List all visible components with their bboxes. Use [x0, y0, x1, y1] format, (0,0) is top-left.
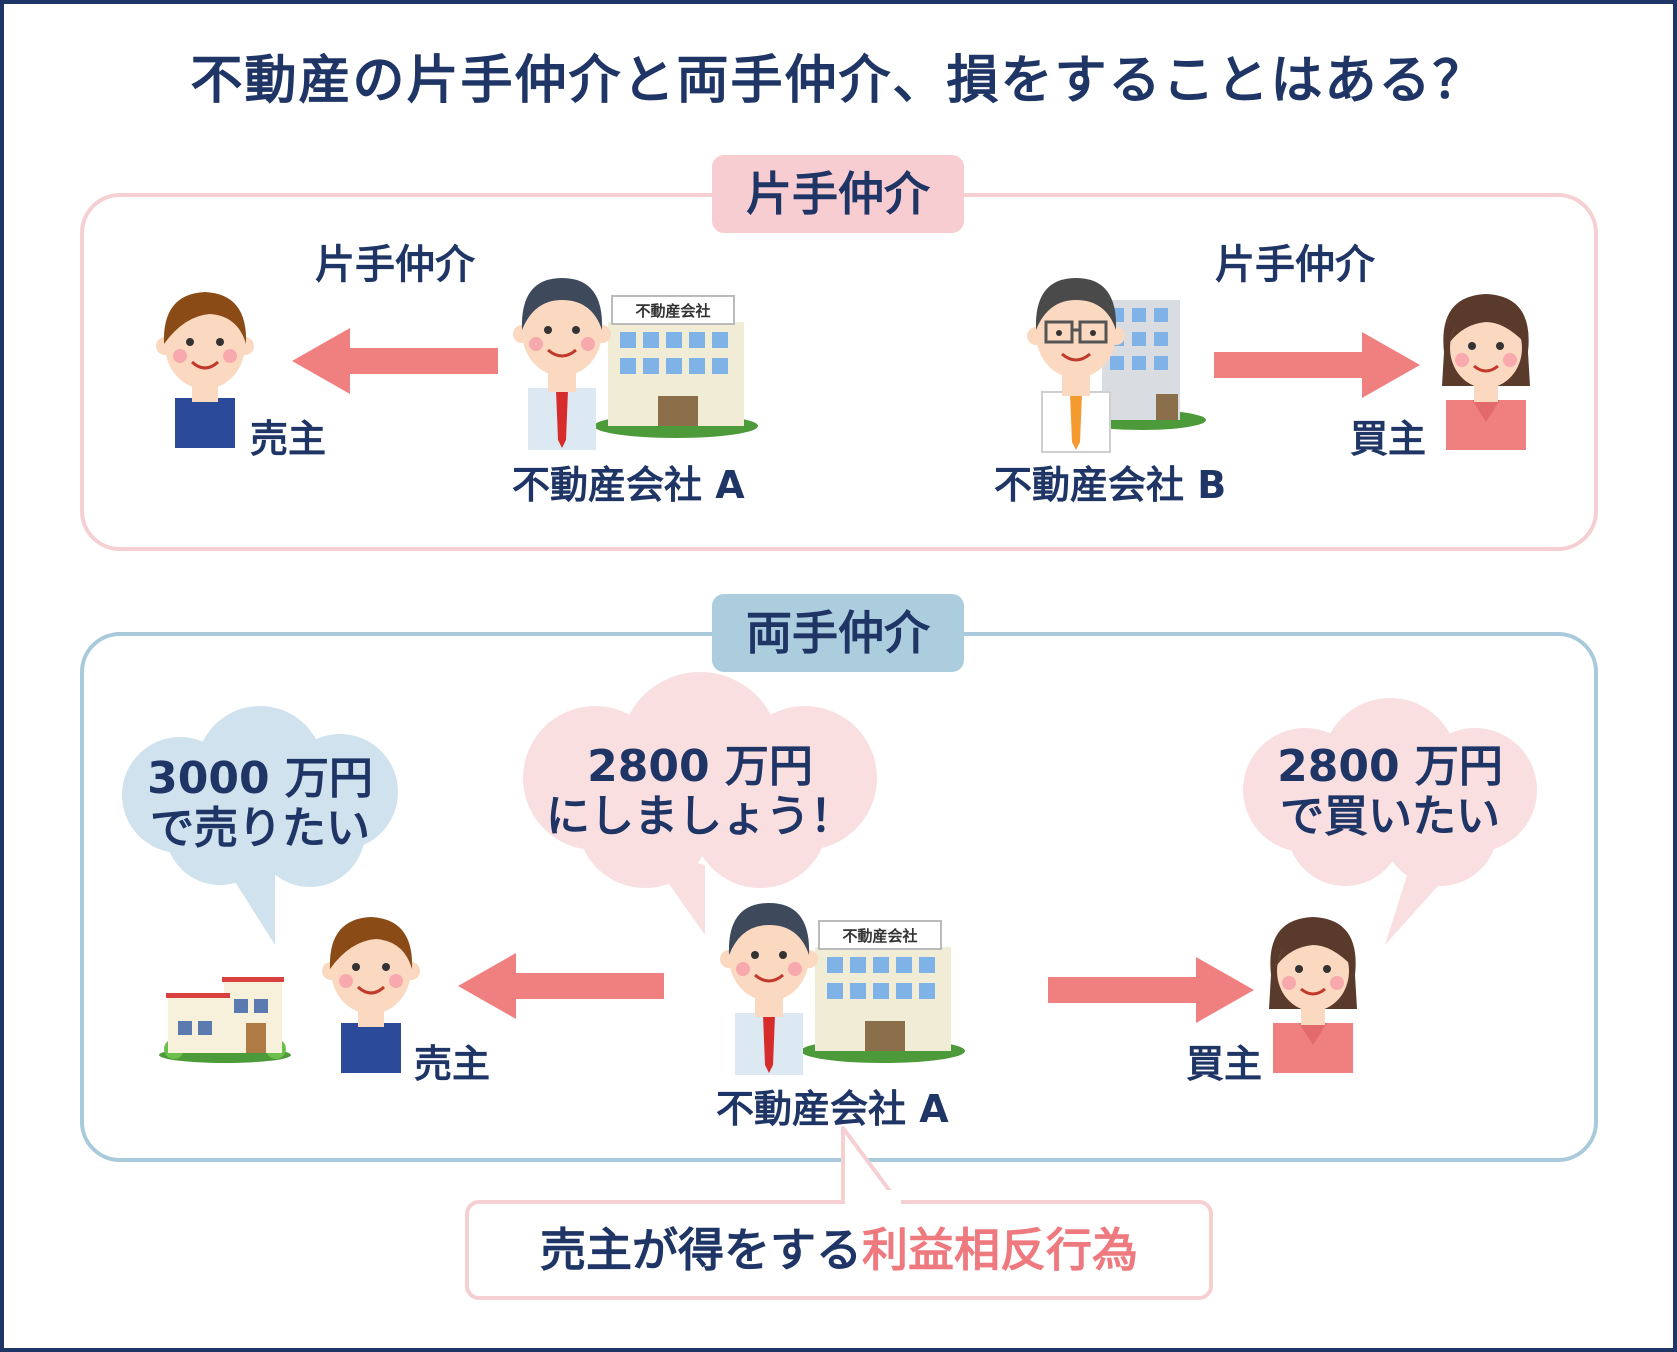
house-icon: [159, 977, 291, 1063]
buyer-thought-bubble: [1243, 698, 1537, 945]
one-side-seller-label: 売主: [250, 417, 327, 461]
one-side-right-label: 片手仲介: [1215, 242, 1375, 288]
one-side-company-b-label: 不動産会社 B: [994, 463, 1227, 507]
agent-a-with-building-icon-2: [720, 903, 965, 1075]
building-sign-a-2: 不動産会社: [842, 927, 918, 945]
agent-bubble-line1: 2800 万円: [587, 741, 813, 792]
agent-a-with-building-icon: [513, 278, 758, 450]
arrow-right-icon: [1214, 332, 1420, 398]
seller-bubble-line1: 3000 万円: [147, 753, 373, 804]
page-title: 不動産の片手仲介と両手仲介、損をすることはある？: [190, 51, 1487, 111]
buyer-person-icon-2: [1269, 917, 1357, 1073]
conclusion-pointer-mask: [845, 1190, 901, 1206]
building-sign-a: 不動産会社: [635, 302, 711, 320]
one-side-left-label: 片手仲介: [315, 242, 475, 288]
one-side-tab: 片手仲介: [712, 155, 964, 233]
one-side-buyer-label: 買主: [1350, 417, 1427, 461]
buyer-bubble-line1: 2800 万円: [1277, 741, 1503, 792]
agent-bubble-line2: にしましょう！: [546, 791, 854, 842]
arrow-left-icon-2: [458, 953, 664, 1019]
buyer-person-icon: [1442, 294, 1530, 450]
both-sides-company-a-label: 不動産会社 A: [716, 1087, 949, 1131]
seller-thought-bubble: [122, 706, 398, 945]
conclusion-box: 売主が得をする利益相反行為: [465, 1200, 1213, 1300]
both-sides-buyer-label: 買主: [1186, 1042, 1263, 1086]
agent-b-with-building-icon: [1027, 278, 1206, 453]
one-side-company-a-label: 不動産会社 A: [512, 463, 745, 507]
arrow-left-icon: [292, 328, 498, 394]
conclusion-accent-text: 利益相反行為: [862, 1223, 1138, 1277]
both-sides-seller-label: 売主: [414, 1042, 491, 1086]
both-sides-tab: 両手仲介: [712, 594, 964, 672]
seller-bubble-line2: で売りたい: [150, 803, 370, 854]
agent-thought-bubble: [523, 672, 877, 935]
buyer-bubble-line2: で買いたい: [1280, 791, 1500, 842]
seller-person-icon-2: [322, 917, 420, 1073]
conclusion-normal-text: 売主が得をする: [540, 1223, 862, 1277]
arrow-right-icon-2: [1048, 957, 1254, 1023]
seller-person-icon: [156, 292, 254, 448]
